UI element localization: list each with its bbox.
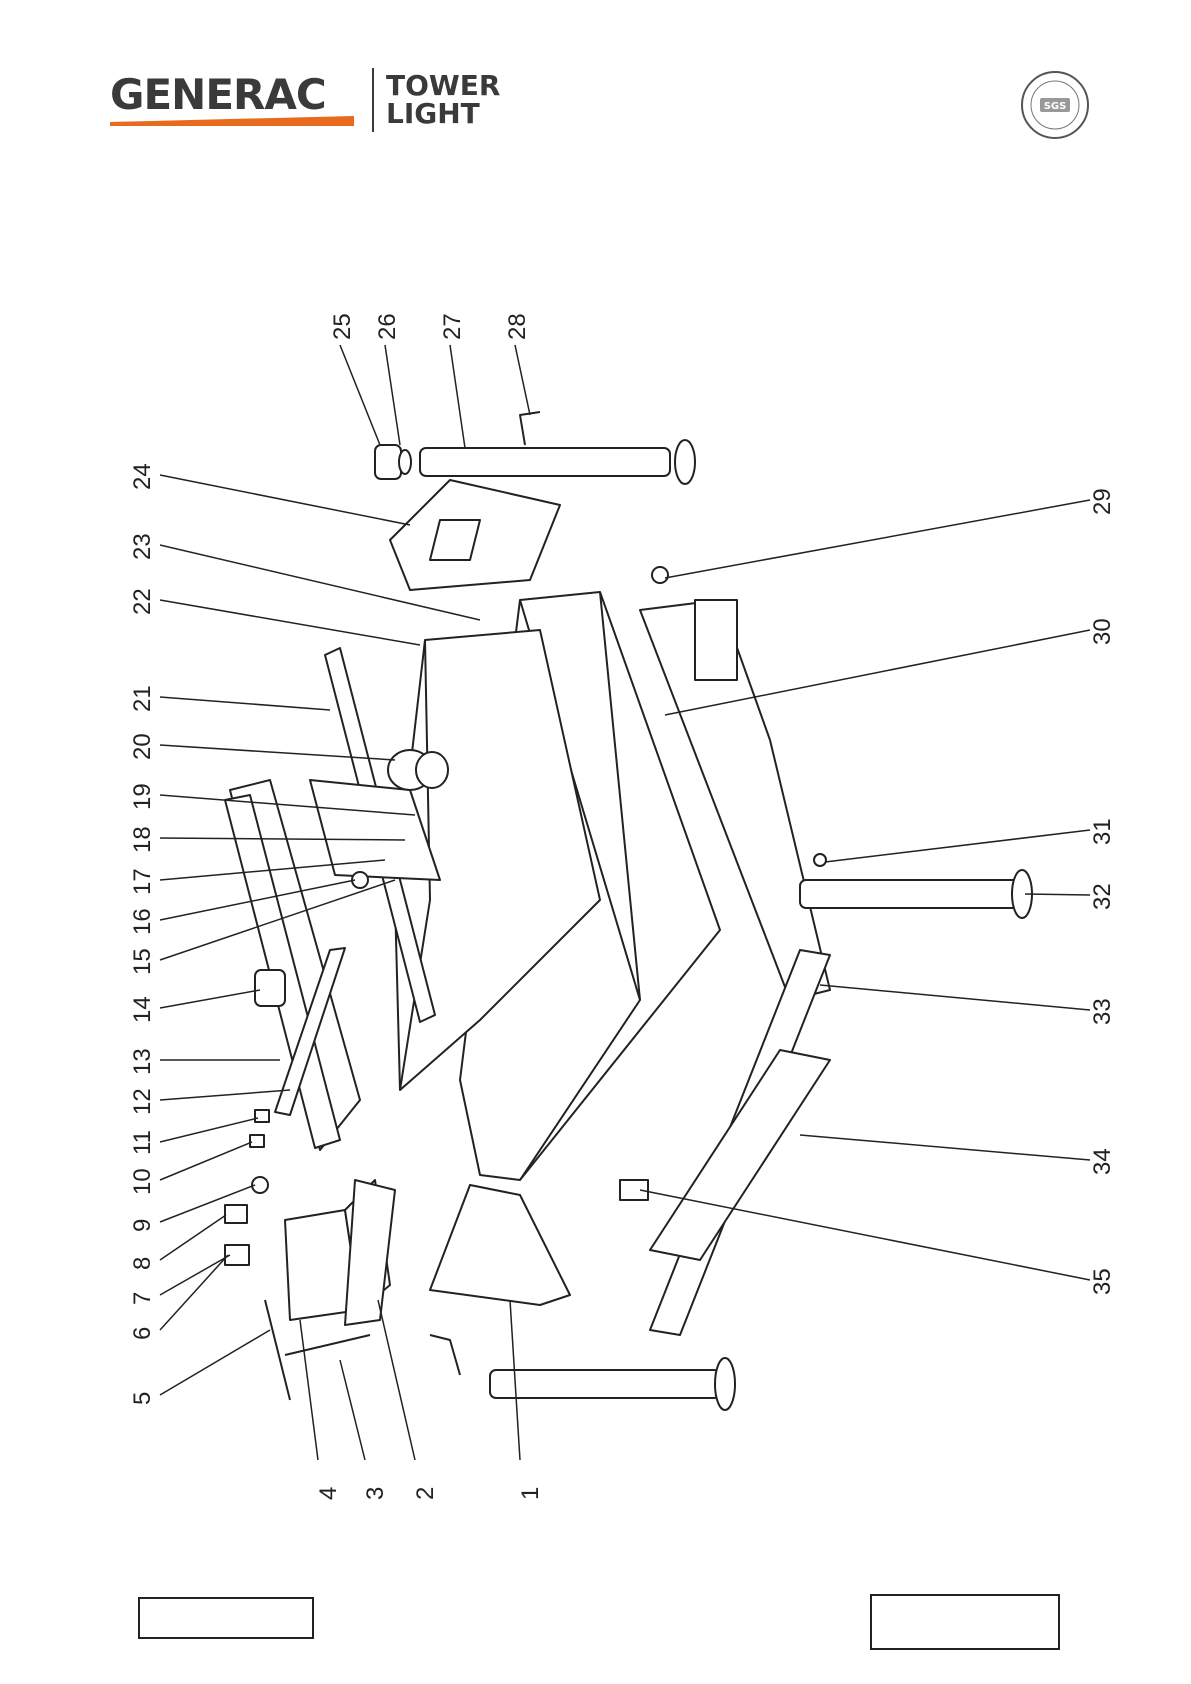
jack-handle-front (430, 1335, 460, 1375)
callout-15: 15 (129, 948, 156, 975)
part-11 (255, 1110, 269, 1122)
callout-16: 16 (129, 908, 156, 935)
part-8 (225, 1205, 247, 1223)
callout-17: 17 (129, 868, 156, 895)
drawbar-frame (650, 1050, 830, 1260)
jack-washer (399, 450, 411, 474)
callout-19: 19 (129, 783, 156, 810)
jack-foot-top (675, 440, 695, 484)
callout-12: 12 (129, 1088, 156, 1115)
jack-leg-right (800, 880, 1020, 908)
callout-7: 7 (129, 1292, 156, 1305)
footer-box-right (870, 1594, 1060, 1650)
callout-8: 8 (129, 1257, 156, 1270)
part-29 (652, 567, 668, 583)
part-31 (814, 854, 826, 866)
callout-5: 5 (129, 1392, 156, 1405)
callout-33: 33 (1089, 998, 1116, 1025)
callout-22: 22 (129, 588, 156, 615)
callout-27: 27 (439, 313, 466, 340)
plate-cutout (430, 520, 480, 560)
jack-leg-front (490, 1370, 720, 1398)
callout-9: 9 (129, 1219, 156, 1232)
part-14 (255, 970, 285, 1006)
footer-box-left (138, 1597, 314, 1639)
jack-leg-top (420, 448, 670, 476)
callout-18: 18 (129, 826, 156, 853)
callout-3: 3 (362, 1487, 389, 1500)
part-3 (285, 1335, 370, 1355)
callout-14: 14 (129, 996, 156, 1023)
parts-drawing (225, 412, 1032, 1410)
callout-24: 24 (129, 463, 156, 490)
callout-34: 34 (1089, 1148, 1116, 1175)
callout-6: 6 (129, 1327, 156, 1340)
knob-body (416, 752, 448, 788)
part-5 (265, 1300, 290, 1400)
callout-4: 4 (315, 1487, 342, 1500)
callout-30: 30 (1089, 618, 1116, 645)
callout-25: 25 (329, 313, 356, 340)
callout-1: 1 (517, 1487, 544, 1500)
callout-29: 29 (1089, 488, 1116, 515)
callout-23: 23 (129, 533, 156, 560)
callout-13: 13 (129, 1048, 156, 1075)
callout-20: 20 (129, 733, 156, 760)
part-10 (250, 1135, 264, 1147)
callout-28: 28 (504, 313, 531, 340)
callout-26: 26 (374, 313, 401, 340)
battery-bracket (345, 1180, 395, 1325)
jack-foot-front (715, 1358, 735, 1410)
jack-handle-top (520, 412, 540, 445)
callout-32: 32 (1089, 883, 1116, 910)
callout-35: 35 (1089, 1268, 1116, 1295)
jack-cap (375, 445, 401, 479)
callout-10: 10 (129, 1168, 156, 1195)
square-tube (695, 600, 737, 680)
callout-31: 31 (1089, 818, 1116, 845)
callout-2: 2 (412, 1487, 439, 1500)
callout-11: 11 (129, 1130, 156, 1155)
callout-21: 21 (129, 685, 156, 712)
front-bracket (430, 1185, 570, 1305)
